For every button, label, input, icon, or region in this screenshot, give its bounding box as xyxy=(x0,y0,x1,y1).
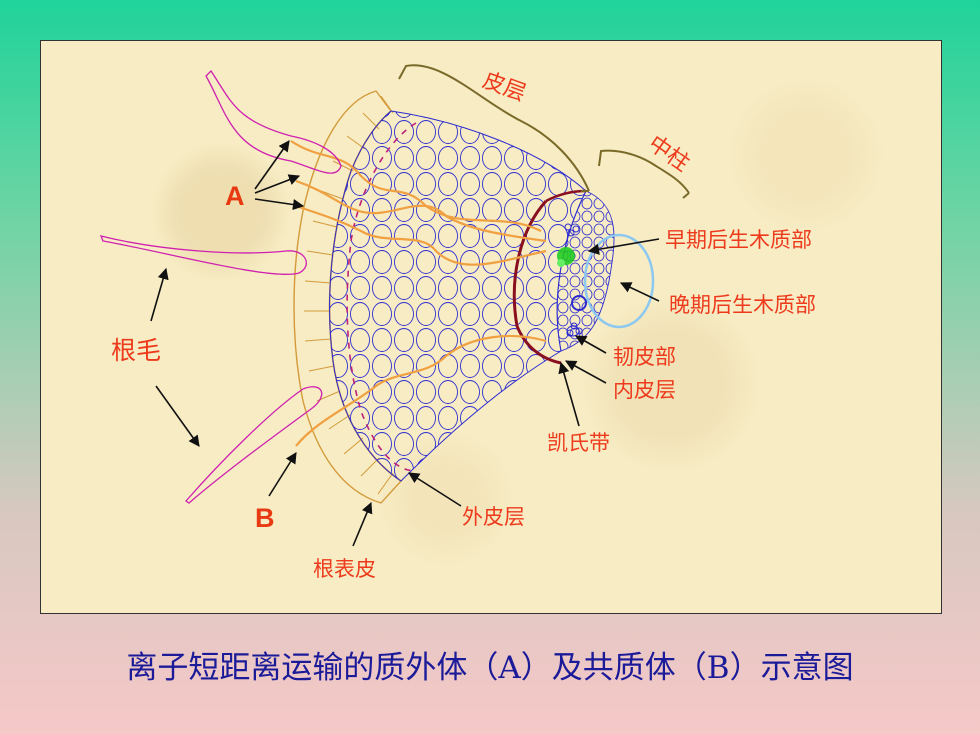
rhizodermis-label: 根表皮 xyxy=(313,557,376,581)
root-hairs xyxy=(99,69,342,504)
root-cross-section-diagram xyxy=(99,64,690,547)
early-metaxylem-label: 早期后生木质部 xyxy=(665,228,812,252)
stele-bracket xyxy=(598,149,690,199)
cortex-cells xyxy=(329,110,587,482)
endodermis-label: 内皮层 xyxy=(613,378,676,402)
diagram-panel: 皮层 中柱 早期后生木质部 晚期后生木质部 韧皮部 内皮层 凯氏带 外皮层 根表… xyxy=(40,40,942,614)
phloem-clusters xyxy=(564,223,583,337)
phloem-label: 韧皮部 xyxy=(613,345,676,369)
label-arrows xyxy=(150,140,660,547)
late-metaxylem xyxy=(583,233,655,329)
exodermis-label: 外皮层 xyxy=(462,505,525,529)
exodermis-dashed-line xyxy=(346,122,417,472)
root-hair-label: 根毛 xyxy=(111,336,162,365)
marker-b: B xyxy=(255,503,275,533)
marker-a: A xyxy=(225,181,245,211)
apoplast-paths xyxy=(290,140,547,447)
cortex-bracket xyxy=(398,64,590,192)
stele-marker-circle xyxy=(571,295,587,311)
figure-caption: 离子短距离运输的质外体（A）及共质体（B）示意图 xyxy=(126,650,854,686)
late-metaxylem-label: 晚期后生木质部 xyxy=(669,293,816,317)
casparian-strip-label: 凯氏带 xyxy=(547,431,610,455)
early-metaxylem xyxy=(557,247,575,267)
